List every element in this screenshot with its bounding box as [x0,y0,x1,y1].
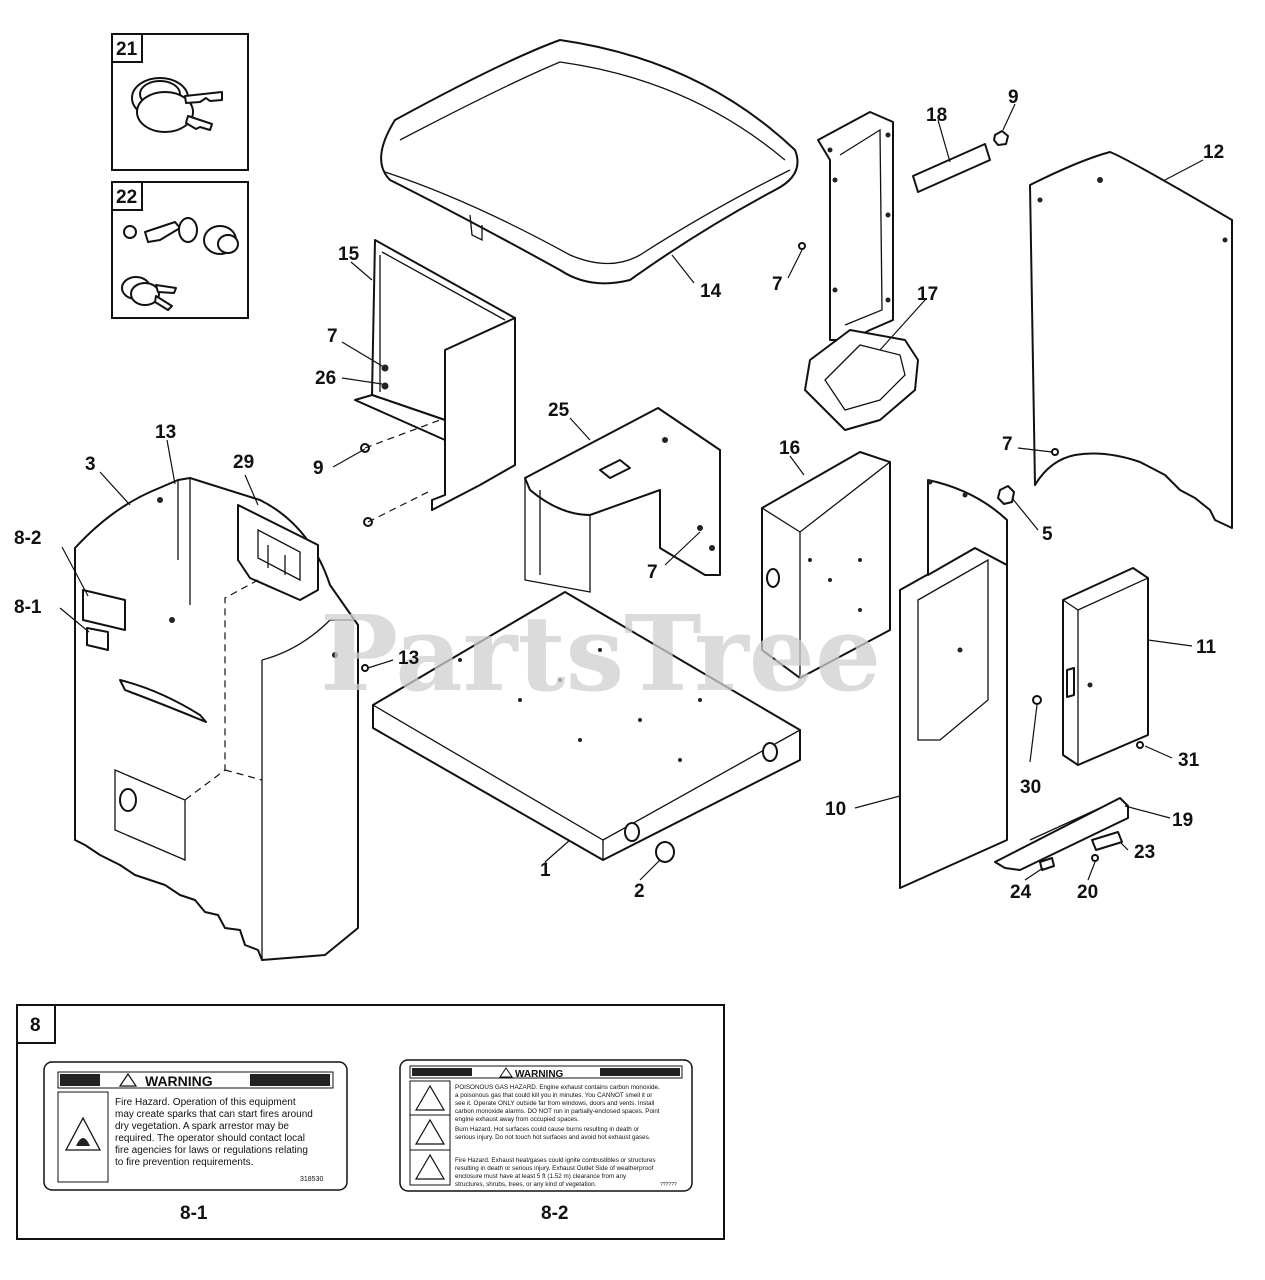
callout-26[interactable]: 26 [315,368,336,389]
fire-hazard-icon-2 [414,1153,446,1180]
control-box[interactable] [761,451,891,679]
decal-8-1-line-2: may create sparks that can start fires a… [115,1109,313,1120]
bracket-plate[interactable] [237,504,319,601]
caption-8-2: 8-2 [541,1203,568,1224]
callout-3[interactable]: 3 [85,454,96,475]
decal-8-2-b3-2: resulting in death or serious injury. Ex… [455,1165,654,1172]
enclosure-front[interactable] [74,477,359,961]
lock-kit-icon [121,217,239,311]
inset-box-21-number: 21 [116,39,138,60]
callout-30[interactable]: 30 [1020,777,1041,798]
kit-8-number: 8 [30,1015,41,1036]
callout-9-top[interactable]: 9 [1008,87,1019,108]
callout-31[interactable]: 31 [1178,750,1200,771]
bracket-panel[interactable] [354,239,516,511]
burn-hazard-icon [414,1118,446,1145]
inset-box-21[interactable]: 21 [111,33,249,171]
callout-12[interactable]: 12 [1203,142,1224,163]
decal-8-1-header: WARNING [145,1073,213,1089]
grommet-2 [655,841,675,863]
kit-8-box[interactable]: 8 WARNING Fire Hazard. Operation of this… [16,1004,725,1240]
callout-1[interactable]: 1 [540,860,551,881]
key-set-icon [131,77,223,133]
warning-triangle-icon [118,1072,138,1087]
decal-8-1-line-6: to fire prevention requirements. [115,1157,253,1168]
decal-8-1-line-3: dry vegetation. A spark arrestor may be [115,1121,289,1132]
decal-8-2-b1-5: engine exhaust away from occupied spaces… [455,1116,579,1123]
callout-5[interactable]: 5 [1042,524,1053,545]
callout-17[interactable]: 17 [917,284,938,305]
mounting-rail[interactable] [994,797,1129,871]
label-strip[interactable] [912,143,991,193]
callout-23[interactable]: 23 [1134,842,1155,863]
callout-8-1[interactable]: 8-1 [14,597,42,618]
center-frame[interactable] [524,407,721,593]
roof-panel[interactable] [380,39,799,285]
decal-8-1-line-4: required. The operator should contact lo… [115,1133,305,1144]
decal-8-2-b1-4: carbon monoxide alarms. DO NOT run in pa… [455,1108,660,1115]
decal-8-2-b1-3: see it. Operate ONLY outside far from wi… [455,1100,654,1107]
decal-8-2-b3-4: structures, shrubs, trees, or any kind o… [455,1181,597,1188]
callout-29[interactable]: 29 [233,452,254,473]
inset-box-22[interactable]: 22 [111,181,249,319]
callout-10[interactable]: 10 [825,799,846,820]
assembly-lines [184,419,441,801]
callout-18[interactable]: 18 [926,105,947,126]
callout-24[interactable]: 24 [1010,882,1032,903]
callouts: 14 18 9 12 15 7 7 26 17 25 13 29 3 9 16 … [14,87,1224,903]
callout-16[interactable]: 16 [779,438,800,459]
decal-8-2-b1-2: a poisonous gas that could kill you in m… [455,1092,652,1099]
callout-11[interactable]: 11 [1196,637,1217,658]
decal-8-2-b3-3: enclosure must have at least 5 ft (1.52 … [455,1173,627,1180]
watermark: PartsTree [320,592,881,715]
decal-8-2-b3-1: Fire Hazard. Exhaust heat/gases could ig… [455,1157,656,1164]
callout-15[interactable]: 15 [338,244,360,265]
air-duct[interactable] [804,111,919,431]
caption-8-1: 8-1 [180,1203,208,1224]
callout-13-top[interactable]: 13 [155,422,176,443]
decal-8-1-line-5: fire agencies for laws or regulations re… [115,1145,308,1156]
fire-hazard-icon [64,1116,102,1151]
warning-triangle-icon-2 [499,1067,513,1078]
callout-14[interactable]: 14 [700,281,722,302]
decal-8-1-code: 318530 [300,1176,323,1183]
callout-8-2[interactable]: 8-2 [14,528,41,549]
decal-8-2-b1-1: POISONOUS GAS HAZARD. Engine exhaust con… [455,1084,660,1091]
callout-2[interactable]: 2 [634,881,645,902]
decal-8-2-code: ?????? [660,1182,677,1188]
access-door[interactable] [1062,567,1149,766]
side-panel-right[interactable] [1029,151,1233,529]
decal-8-2[interactable]: WARNING POISONOUS GAS HAZARD. Engine exh… [399,1059,693,1192]
leader-lines [59,103,1204,881]
decal-8-2-header: WARNING [515,1069,564,1080]
decal-8-1[interactable]: WARNING Fire Hazard. Operation of this e… [43,1061,348,1191]
callout-25[interactable]: 25 [548,400,570,421]
decal-8-1-line-1: Fire Hazard. Operation of this equipment [115,1097,296,1108]
callout-13-mid[interactable]: 13 [398,648,419,669]
decal-8-2-b2-1: Burn Hazard. Hot surfaces could cause bu… [455,1126,639,1133]
poison-gas-icon [414,1084,446,1111]
callout-7-frame[interactable]: 7 [647,562,658,583]
base-pan[interactable] [372,591,801,861]
callout-7-side[interactable]: 7 [1002,434,1013,455]
callout-9-left[interactable]: 9 [313,458,324,479]
callout-19[interactable]: 19 [1172,810,1193,831]
callout-20[interactable]: 20 [1077,882,1098,903]
callout-7-bracket[interactable]: 7 [327,326,338,347]
decal-8-2-b2-2: serious injury. Do not touch hot surface… [455,1134,651,1141]
door-frame[interactable] [899,479,1008,889]
callout-7-duct[interactable]: 7 [772,274,783,295]
inset-box-22-number: 22 [116,187,137,208]
fastener-9a [993,130,1009,146]
